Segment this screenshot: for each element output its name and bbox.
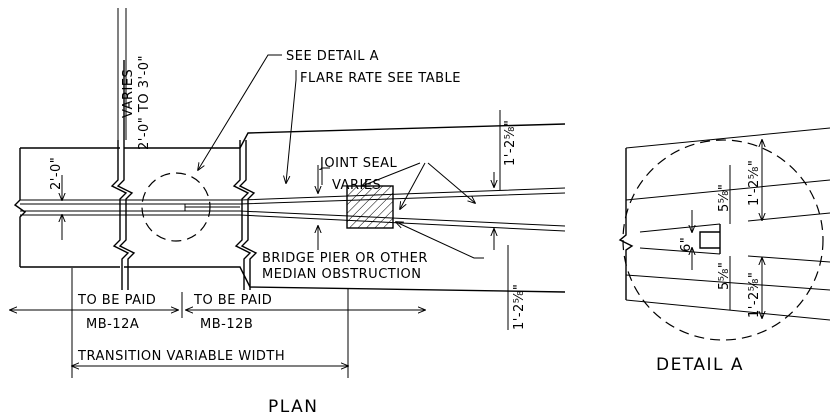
pier-leader [396,222,484,259]
paid-a-code: MB-12A [86,317,139,332]
detail-a-callout-circle [141,172,211,242]
plan-view: VARIES 2'-0" TO 3'-0" 2'-0" 1'-2⅝" 1'-2⅝… [10,8,566,416]
detail-line-5 [625,274,830,291]
barrier-bottom-edge [20,266,566,293]
paid-b-code: MB-12B [200,317,253,332]
joint-line-lower2 [20,214,566,232]
detail-upper-right-dim: 1'-2⅝" [747,160,762,206]
dim-right-lower-label: 1'-2⅝" [512,284,527,330]
see-detail-label: SEE DETAIL A [286,49,379,64]
detail-line-6 [625,299,830,321]
joint-line-lower [20,210,566,227]
paid-b-label: TO BE PAID [193,293,272,308]
detail-a-title: DETAIL A [656,355,744,375]
detail-a-circle [622,139,824,341]
joint-line-upper [20,187,566,201]
joint-seal-leader-3 [427,162,475,203]
barrier-top-edge [20,123,566,149]
see-detail-leader [198,54,282,170]
dim-left-label: 2'-0" [49,157,64,190]
varies-leader [321,167,330,185]
flare-wedge [184,204,240,211]
break-line-left2 [116,60,136,290]
flare-rate-label: FLARE RATE SEE TABLE [300,71,461,86]
joint-seal-leader-2 [400,162,426,209]
detail-lower-mid-dim: 5⅝" [717,262,732,290]
detail-a-view: 6" 5⅝" 5⅝" 1'-2⅝" 1'-2⅝" DETAIL A [618,127,830,375]
detail-left-break [618,148,634,300]
varies-inner-label: VARIES [332,178,381,193]
bridge-pier-label-2: MEDIAN OBSTRUCTION [262,267,422,282]
detail-center-dim: 6" [679,237,694,252]
joint-line-upper2 [20,192,566,205]
detail-line-2 [625,179,830,201]
bridge-pier-label-1: BRIDGE PIER OR OTHER [262,251,428,266]
width-range-label: 2'-0" TO 3'-0" [137,55,152,150]
varies-top-label: VARIES [121,69,136,118]
detail-lower-right-dim: 1'-2⅝" [747,272,762,318]
plan-title: PLAN [268,397,318,416]
joint-seal-leader-1 [362,162,421,186]
detail-line-3 [639,212,830,233]
joint-seal-label: JOINT SEAL [319,156,398,171]
dim-right-upper-label: 1'-2⅝" [503,120,518,166]
detail-line-4 [639,247,830,263]
detail-slot [699,224,721,254]
break-line-right [232,140,252,290]
paid-a-label: TO BE PAID [77,293,156,308]
detail-line-1 [625,127,830,149]
left-end-break [13,148,27,267]
bridge-pier-block [346,185,394,229]
transition-label: TRANSITION VARIABLE WIDTH [77,349,285,364]
break-line-right2 [238,140,258,290]
detail-upper-mid-dim: 5⅝" [717,184,732,212]
flare-rate-leader [286,70,297,183]
break-line-left [110,140,130,290]
